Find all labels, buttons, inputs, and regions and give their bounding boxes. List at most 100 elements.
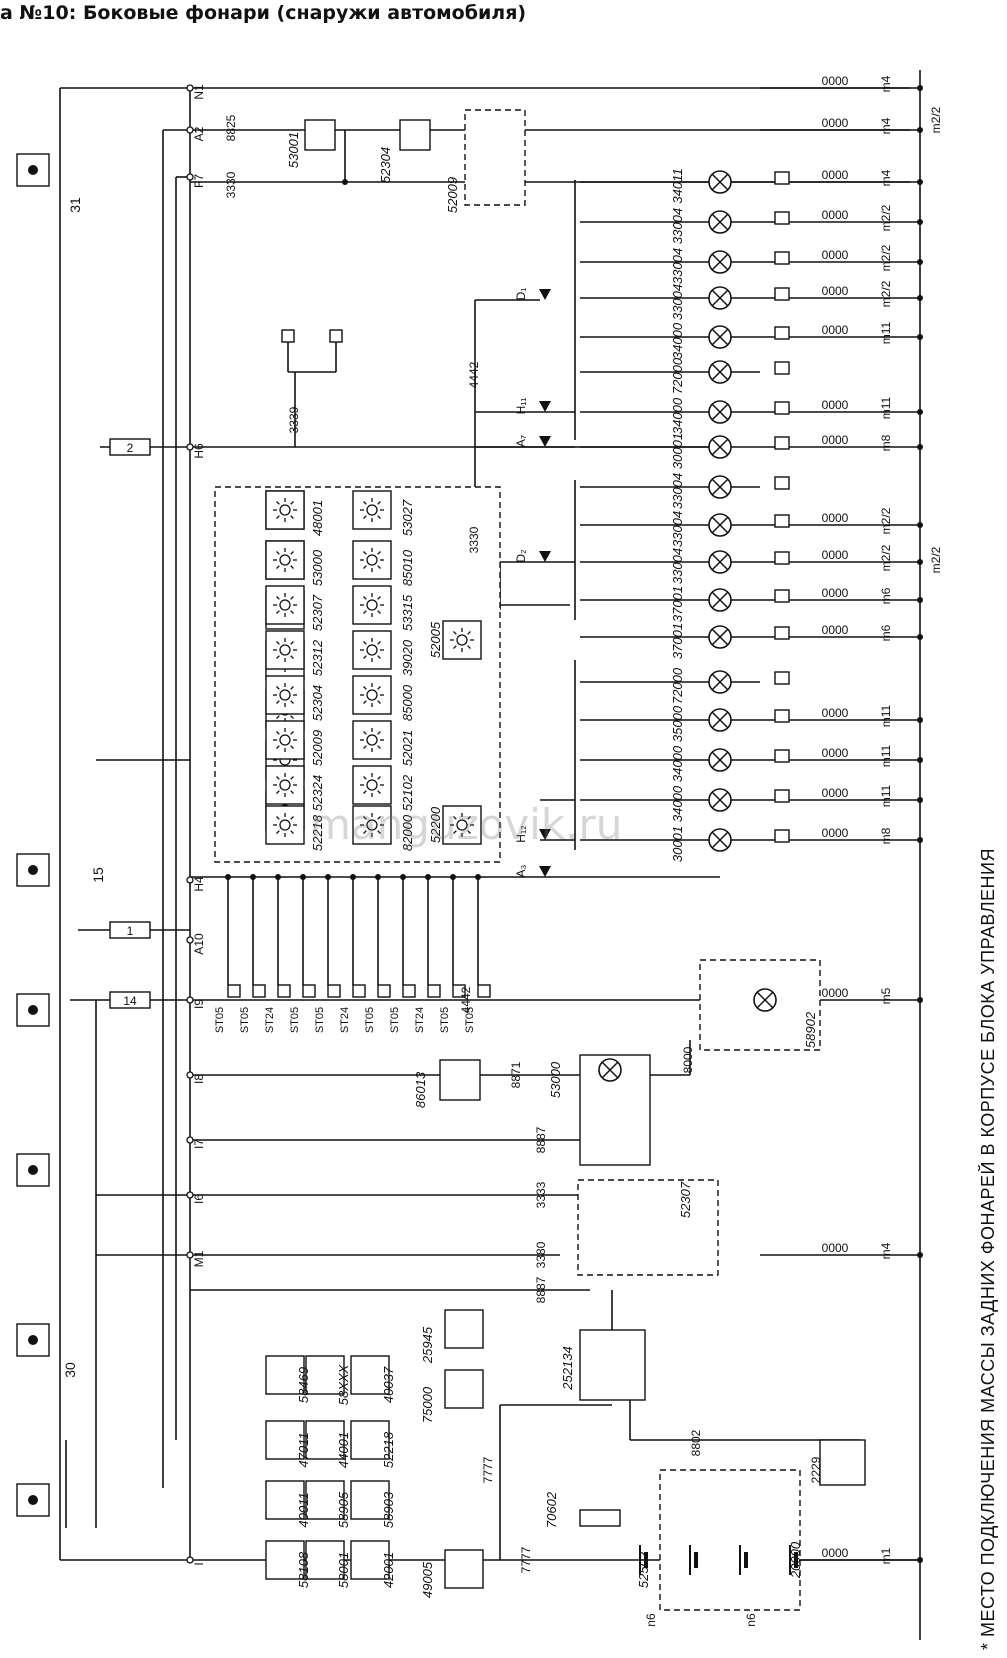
rail-number: 8871 <box>509 1061 523 1088</box>
junction-label: n6 <box>644 1613 658 1627</box>
sun-ray <box>377 686 381 690</box>
junction-label: H₁₁ <box>514 398 528 415</box>
sun-ray <box>467 830 471 834</box>
junction-dot <box>325 874 331 880</box>
sun-ray <box>377 776 381 780</box>
junction-dot <box>917 444 923 450</box>
component-number: 52009 <box>310 730 325 766</box>
connector-pin <box>277 984 291 998</box>
component-number: 58903 <box>381 1491 396 1528</box>
lamp-filament <box>711 328 729 346</box>
sun-ray <box>276 655 280 659</box>
sun-icon <box>279 819 291 831</box>
gauge-icon <box>305 1355 345 1395</box>
sun-ray <box>276 715 280 719</box>
sun-ray <box>276 686 280 690</box>
sun-lamp-icon <box>265 765 305 805</box>
footnote-text: * МЕСТО ПОДКЛЮЧЕНИЯ МАССЫ ЗАДНИХ ФОНАРЕЙ… <box>978 848 998 1650</box>
junction-dot <box>917 559 923 565</box>
rail-number: 3330 <box>467 526 481 553</box>
diode-lamp-icon <box>444 1369 484 1409</box>
wire-number-15: 15 <box>90 867 106 883</box>
sun-lamp-icon <box>265 805 305 845</box>
sun-lamp-icon <box>265 540 305 580</box>
lamp-filament <box>711 591 729 609</box>
ground-label: m2/2 <box>879 204 893 231</box>
pin-label: I9 <box>192 999 206 1009</box>
wire-number: 0000 <box>822 116 849 130</box>
lamp-filament <box>756 991 774 1009</box>
gauge-icon <box>444 1549 484 1589</box>
sun-ray <box>453 631 457 635</box>
ground-label: m8 <box>879 827 893 844</box>
rail-number: 8887 <box>534 1276 548 1303</box>
pin-label: I6 <box>192 1194 206 1204</box>
switch-52307 <box>577 1179 719 1276</box>
connector-pin <box>774 829 790 843</box>
sun-lamp-icon <box>265 585 305 625</box>
ground-label: m4 <box>879 1242 893 1259</box>
rail-number: 4442 <box>467 361 481 388</box>
connector-label: ST05 <box>239 1007 251 1033</box>
component-number: 52324 <box>310 775 325 811</box>
rail-number: 2229 <box>809 1456 823 1483</box>
terminal-ring <box>186 1191 194 1199</box>
component-number: 52307 <box>678 1181 693 1218</box>
wiper-icon <box>439 1059 481 1101</box>
component-number: 252134 <box>560 1346 575 1390</box>
junction-label: A₃ <box>514 864 528 877</box>
ground-label: m2/2 <box>929 546 943 573</box>
component-number: 85010 <box>400 549 415 586</box>
component-number: 33004 <box>670 511 685 547</box>
sun-ray <box>276 551 280 555</box>
component-number: 37001 <box>670 623 685 659</box>
sun-ray <box>290 830 294 834</box>
junction-dot <box>300 874 306 880</box>
washer-icon <box>444 1309 484 1349</box>
rail-number: 8825 <box>224 114 238 141</box>
sun-ray <box>276 641 280 645</box>
ground-label: m4 <box>879 117 893 134</box>
lamp-filament <box>711 791 729 809</box>
sun-ray <box>467 631 471 635</box>
sun-ray <box>290 776 294 780</box>
component-number: 52005 <box>428 621 443 658</box>
fuse <box>109 921 151 939</box>
sun-ray <box>276 776 280 780</box>
terminal-ring <box>186 443 194 451</box>
junction-label: D₁ <box>514 288 528 301</box>
lamp-filament <box>711 363 729 381</box>
connector-label: ST05 <box>314 1007 326 1033</box>
watermark: manguzovik.ru <box>310 800 623 849</box>
terminal-ring <box>186 1136 194 1144</box>
gauge-icon <box>265 1480 305 1520</box>
connector-pin <box>774 671 790 685</box>
sun-lamp-icon <box>265 490 305 530</box>
junction-dot <box>400 874 406 880</box>
gauge-icon <box>265 1355 305 1395</box>
sun-ray <box>363 596 367 600</box>
lamp-filament <box>711 253 729 271</box>
component-number: 30001 <box>670 433 685 469</box>
sun-ray <box>290 686 294 690</box>
ground-label: m2/2 <box>929 106 943 133</box>
wire-number: 0000 <box>822 208 849 222</box>
component-number: 37001 <box>670 586 685 622</box>
component-number: 34000 <box>670 785 685 822</box>
sun-ray <box>276 565 280 569</box>
connector-pin <box>819 1439 866 1486</box>
ground-label: m11 <box>879 784 893 807</box>
component-number: 86013 <box>413 1071 428 1108</box>
pin-label: M1 <box>192 1250 206 1267</box>
rail-number: 7777 <box>481 1456 495 1483</box>
wire-number: 0000 <box>822 746 849 760</box>
lamp-filament <box>711 438 729 456</box>
sun-ray <box>377 816 381 820</box>
component-number: 58902 <box>803 1011 818 1048</box>
junction-dot <box>250 874 256 880</box>
component-number: 53000 <box>310 549 325 586</box>
sun-icon <box>456 819 468 831</box>
component-number: 52307 <box>310 594 325 631</box>
component-number: 40011 <box>296 1492 311 1527</box>
